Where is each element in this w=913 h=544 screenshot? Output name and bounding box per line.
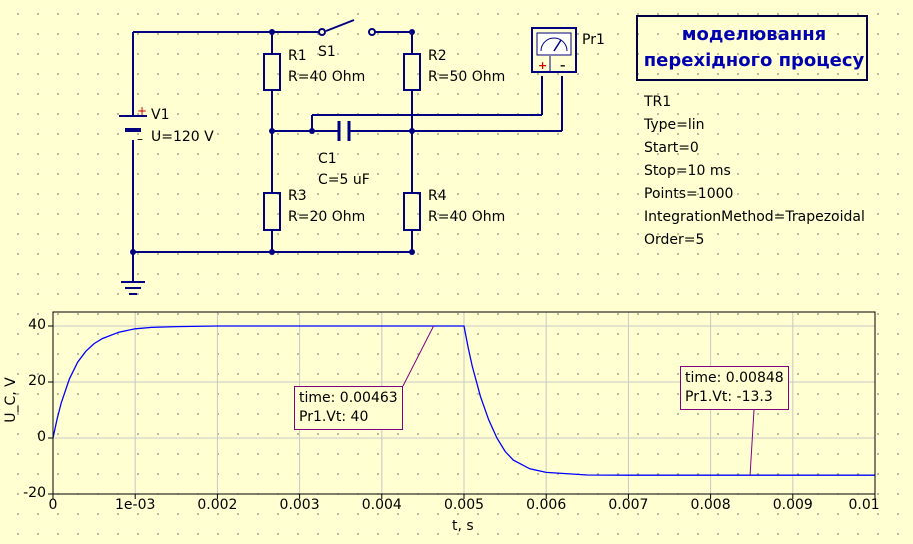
source-plus-sign: + — [137, 104, 148, 118]
probe-meter-window — [536, 32, 572, 56]
y-tick-label: 20 — [28, 373, 46, 389]
title-note[interactable]: моделювання перехідного процесу — [636, 15, 868, 81]
resistor-r3-name: R3 — [288, 188, 307, 204]
simulation-param: Start=0 — [644, 140, 699, 156]
resistor-r2-name: R2 — [428, 48, 447, 64]
transient-plot[interactable] — [0, 300, 913, 544]
resistor-r2-value: R=50 Ohm — [428, 69, 506, 85]
probe-plus-sign: + — [538, 59, 548, 72]
x-tick-label: 0.005 — [443, 497, 485, 513]
resistor-r2 — [403, 53, 421, 91]
probe-name: Pr1 — [582, 32, 605, 48]
resistor-r1 — [263, 53, 281, 91]
simulation-param: Type=lin — [644, 117, 705, 133]
y-tick-label: 40 — [28, 317, 46, 333]
plot-series — [52, 325, 875, 476]
y-tick-label: 0 — [37, 429, 46, 445]
simulation-param: IntegrationMethod=Trapezoidal — [644, 209, 865, 225]
resistor-r4-value: R=40 Ohm — [428, 209, 506, 225]
x-tick-label: 0.009 — [772, 497, 813, 513]
x-tick-label: 0.004 — [361, 497, 402, 513]
resistor-r1-name: R1 — [288, 48, 307, 64]
y-tick-label: -20 — [23, 485, 46, 501]
x-tick-label: 0.01 — [848, 497, 880, 513]
switch-contact — [368, 28, 376, 36]
probe-needle — [553, 39, 562, 52]
marker-pointers — [402, 325, 755, 476]
resistor-r4 — [403, 192, 421, 231]
x-tick-label: 1e-03 — [114, 497, 156, 513]
switch-blade — [325, 19, 355, 32]
y-axis-label: U_C, V — [2, 377, 19, 423]
switch-contact — [318, 28, 326, 36]
x-tick-label: 0 — [48, 497, 58, 513]
marker-time-label: time: 0.00463 — [299, 390, 398, 406]
resistor-r1-value: R=40 Ohm — [288, 69, 366, 85]
simulation-param: Stop=10 ms — [644, 163, 731, 179]
resistor-r4-name: R4 — [428, 188, 447, 204]
resistor-r3-value: R=20 Ohm — [288, 209, 366, 225]
note-line-1: моделювання — [681, 24, 827, 45]
x-tick-label: 0.006 — [526, 497, 567, 513]
simulation-param: Points=1000 — [644, 186, 734, 202]
source-value: U=120 V — [151, 129, 214, 145]
source-name: V1 — [151, 107, 170, 123]
series-line — [52, 325, 875, 476]
marker-time-label: time: 0.00848 — [685, 370, 784, 386]
marker-pointer — [749, 409, 755, 476]
circuit-schematic[interactable] — [0, 0, 913, 300]
plot-border — [52, 311, 876, 495]
x-tick-label: 0.008 — [690, 497, 731, 513]
x-tick-label: 0.003 — [279, 497, 320, 513]
x-tick-label: 0.002 — [197, 497, 238, 513]
switch-label: S1 — [318, 44, 336, 60]
marker-pointer — [402, 325, 435, 387]
note-line-2: перехідного процесу — [643, 50, 865, 71]
x-tick-label: 0.007 — [608, 497, 649, 513]
x-axis-label: t, s — [452, 518, 474, 534]
probe-minus-sign: – — [560, 59, 566, 72]
simulation-name: TR1 — [644, 94, 672, 110]
marker-value-label: Pr1.Vt: 40 — [299, 409, 369, 425]
junction-dots — [130, 29, 415, 255]
capacitor-value: C=5 uF — [318, 172, 370, 188]
simulation-param: Order=5 — [644, 232, 705, 248]
capacitor-name: C1 — [318, 151, 337, 167]
resistor-r3 — [263, 192, 281, 231]
source-minus-sign: – — [137, 132, 143, 146]
marker-value-label: Pr1.Vt: -13.3 — [685, 389, 773, 405]
